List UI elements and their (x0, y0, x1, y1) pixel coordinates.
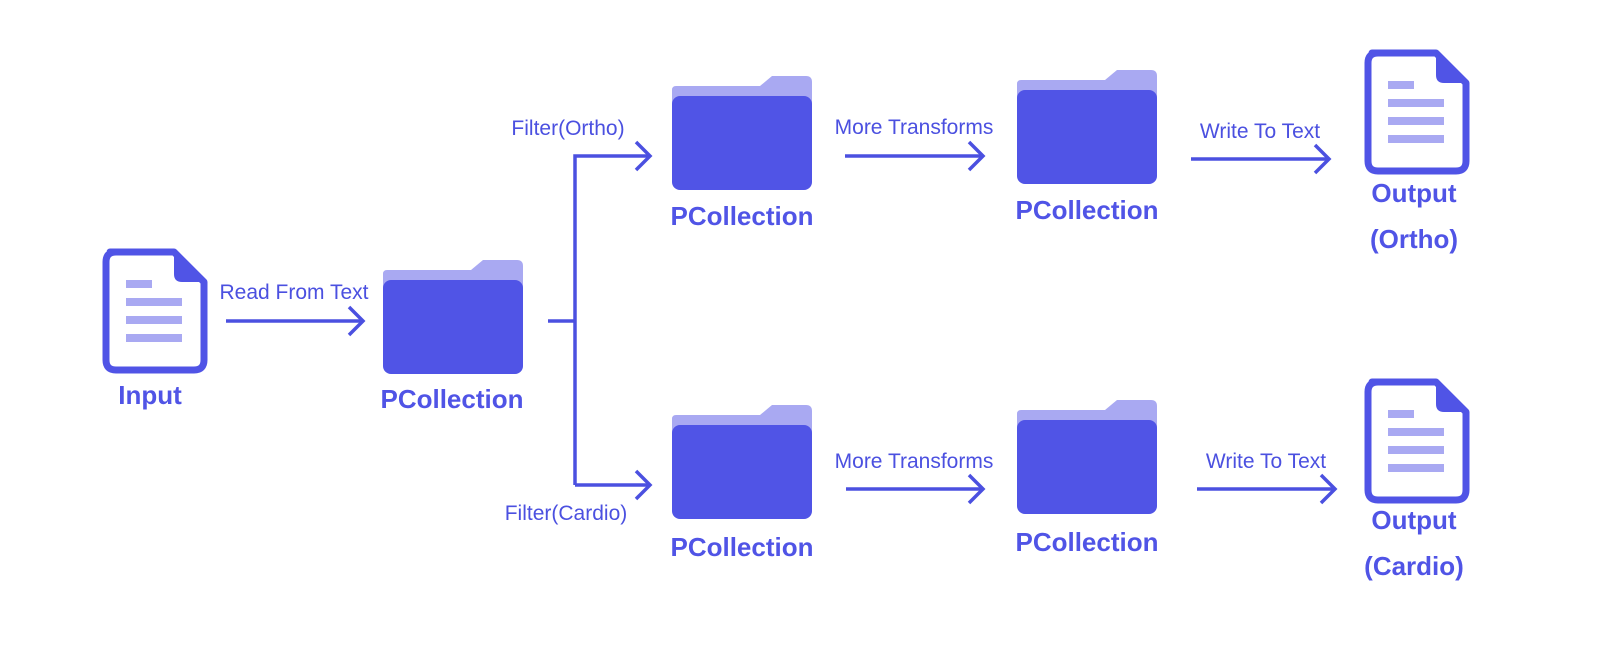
write-ortho-label: Write To Text (1200, 120, 1320, 143)
folder-icon (1017, 400, 1157, 514)
pcollection-ortho-2-label: PCollection (1015, 195, 1158, 225)
output-cardio-label-line2: (Cardio) (1364, 551, 1464, 581)
filter-ortho-arrowhead-icon (634, 140, 653, 172)
output-ortho-label-line1: Output (1371, 178, 1457, 208)
output-cardio-label-line1: Output (1371, 505, 1457, 535)
more-transforms-cardio-arrowhead-icon (967, 473, 986, 505)
pcollection-ortho-1-node: PCollection (670, 76, 814, 231)
pcollection-ortho-2-node: PCollection (1015, 70, 1159, 225)
folder-icon (672, 76, 812, 190)
branch-connector: Filter(Ortho) Filter(Cardio) (505, 117, 653, 525)
document-icon (1368, 53, 1466, 171)
pcollection-cardio-2-node: PCollection (1015, 400, 1159, 557)
input-label: Input (118, 380, 182, 410)
document-icon (106, 252, 204, 370)
output-ortho-node: Output (Ortho) (1368, 53, 1466, 254)
pcollection-ortho-1-label: PCollection (670, 201, 813, 231)
more-transforms-ortho-edge: More Transforms (835, 116, 994, 172)
pcollection-cardio-2-label: PCollection (1015, 527, 1158, 557)
filter-cardio-arrowhead-icon (634, 469, 653, 501)
write-cardio-arrowhead-icon (1319, 473, 1338, 505)
pcollection-main-label: PCollection (380, 384, 523, 414)
write-cardio-label: Write To Text (1206, 450, 1326, 473)
write-cardio-edge: Write To Text (1197, 450, 1338, 505)
pcollection-main-node: PCollection (380, 260, 524, 414)
filter-ortho-label: Filter(Ortho) (511, 117, 624, 140)
document-icon (1368, 382, 1466, 500)
more-transforms-ortho-label: More Transforms (835, 116, 994, 139)
folder-icon (672, 405, 812, 519)
write-ortho-edge: Write To Text (1191, 120, 1332, 175)
pcollection-cardio-1-node: PCollection (670, 405, 814, 562)
input-node: Input (106, 252, 204, 410)
pcollection-cardio-1-label: PCollection (670, 532, 813, 562)
folder-icon (1017, 70, 1157, 184)
write-ortho-arrowhead-icon (1313, 143, 1332, 175)
folder-icon (383, 260, 523, 374)
branch-trunk (573, 154, 650, 485)
read-edge-label: Read From Text (220, 281, 369, 304)
more-transforms-ortho-arrowhead-icon (967, 140, 986, 172)
read-arrowhead-icon (347, 305, 366, 337)
output-cardio-node: Output (Cardio) (1364, 382, 1466, 581)
more-transforms-cardio-label: More Transforms (835, 450, 994, 473)
output-ortho-label-line2: (Ortho) (1370, 224, 1458, 254)
more-transforms-cardio-edge: More Transforms (835, 450, 994, 505)
read-edge: Read From Text (220, 281, 369, 337)
filter-cardio-label: Filter(Cardio) (505, 502, 628, 525)
